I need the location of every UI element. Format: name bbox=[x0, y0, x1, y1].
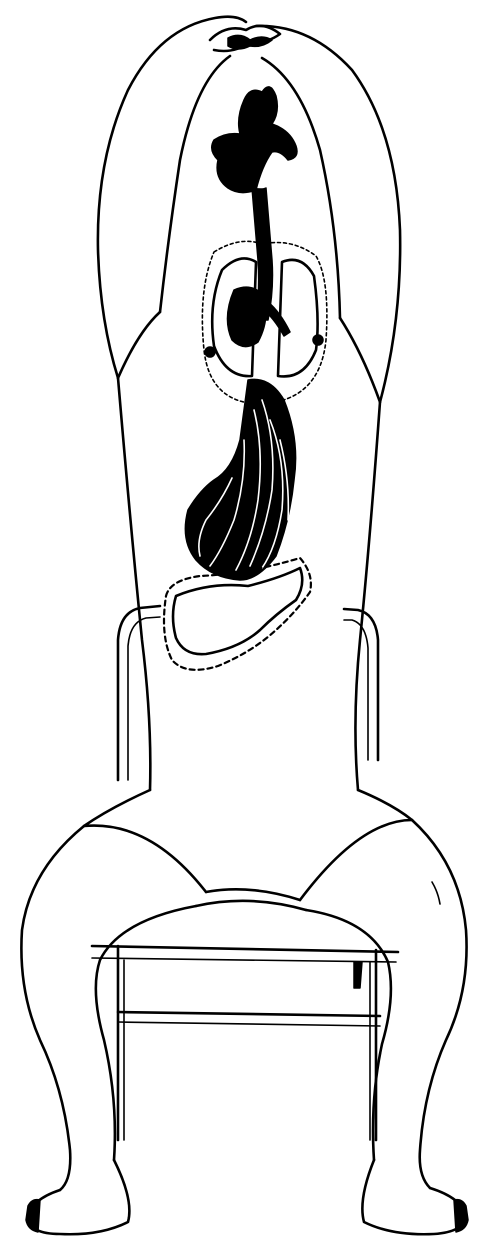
stomach bbox=[185, 379, 295, 580]
right-knee-mark bbox=[432, 882, 440, 904]
groin bbox=[206, 889, 300, 900]
chair-back-left-post bbox=[118, 606, 160, 780]
seat-edge bbox=[196, 901, 306, 910]
internal-organs bbox=[164, 87, 327, 670]
pharynx-region bbox=[212, 87, 297, 193]
right-leg-inner bbox=[306, 910, 391, 1160]
chair-seat-rail bbox=[92, 946, 398, 952]
left-leg-inner bbox=[96, 906, 196, 1160]
chair bbox=[92, 606, 398, 1140]
liver bbox=[173, 568, 302, 654]
chair-seat-rail-lower bbox=[92, 958, 396, 962]
chair-leg-right-shadow bbox=[354, 962, 362, 988]
lungs-right bbox=[278, 260, 318, 377]
torso-left-side bbox=[118, 378, 150, 790]
hands-clasped-detail bbox=[228, 35, 272, 49]
right-shoulder bbox=[340, 318, 380, 402]
left-hip bbox=[84, 790, 150, 826]
left-foot bbox=[28, 1160, 129, 1234]
right-arm-outer bbox=[256, 26, 400, 402]
left-thigh-crease bbox=[84, 826, 206, 892]
left-toes bbox=[26, 1200, 40, 1232]
lymph-node-left bbox=[205, 347, 215, 357]
right-hip bbox=[358, 790, 412, 820]
lymph-node-right bbox=[313, 335, 323, 345]
chair-crossbar bbox=[118, 1012, 380, 1016]
figure-body bbox=[21, 17, 468, 1235]
right-foot bbox=[362, 1160, 466, 1234]
chair-crossbar-lower bbox=[118, 1022, 380, 1026]
left-leg-outer bbox=[21, 826, 84, 1190]
left-shoulder bbox=[118, 312, 160, 378]
right-thigh-crease bbox=[300, 820, 412, 900]
right-toes bbox=[454, 1200, 468, 1232]
chair-back-left-post-inner bbox=[128, 617, 160, 780]
right-leg-outer bbox=[412, 820, 467, 1188]
heart bbox=[227, 287, 266, 346]
left-arm-outer bbox=[98, 17, 246, 378]
